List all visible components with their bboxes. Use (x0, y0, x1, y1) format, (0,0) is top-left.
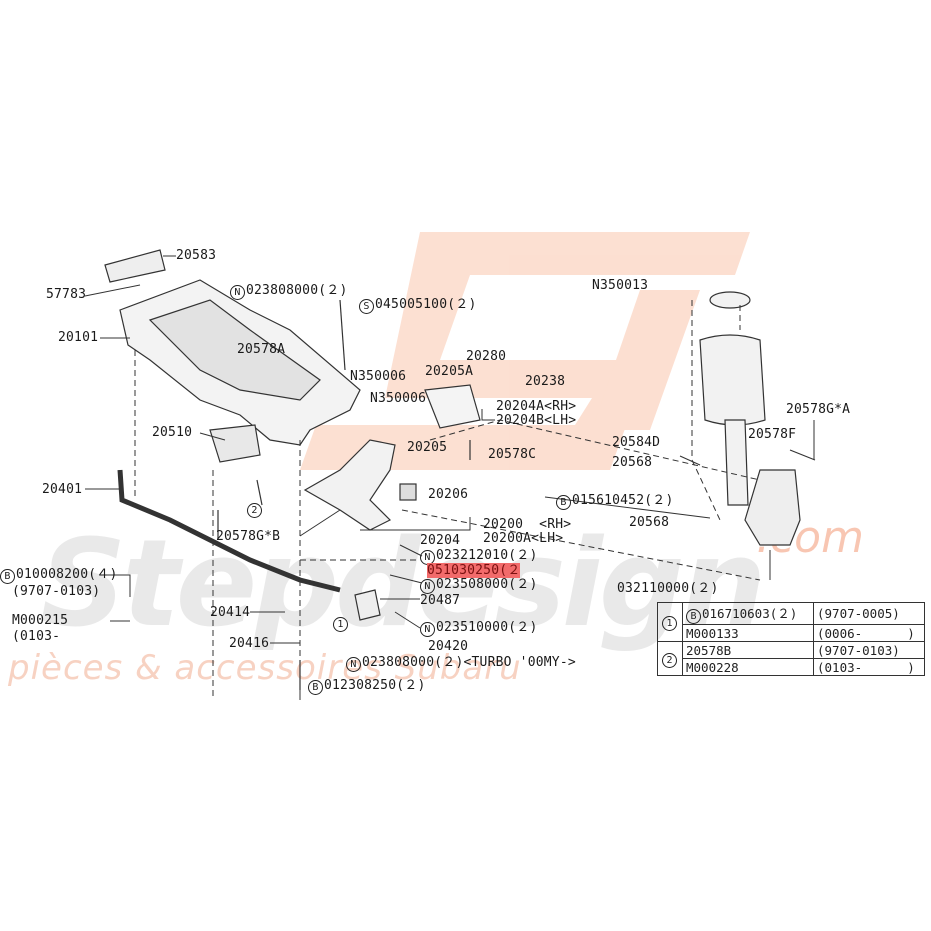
label-20568-top: 20568 (612, 455, 653, 470)
label-range-0103: (0103- (12, 629, 61, 644)
label-20200: 20200 <RH> (483, 517, 572, 532)
table-row: M000133 (0006- ) (658, 624, 925, 642)
label-20280: 20280 (466, 349, 507, 364)
label-20487: 20487 (420, 593, 461, 608)
callout-2-icon: 2 (662, 652, 677, 668)
label-20578gb: 20578G*B (216, 529, 281, 544)
label-051030250-highlighted[interactable]: 051030250(２ (427, 563, 521, 578)
table-range-cell: (0006- ) (813, 624, 925, 642)
b-circle-icon: B (556, 495, 571, 510)
table-row: M000228 (0103- ) (658, 658, 925, 676)
crossmember (119, 279, 361, 463)
label-20583: 20583 (176, 248, 217, 263)
callout-2: 2 (247, 501, 263, 518)
label-n350013: N350013 (592, 278, 649, 293)
n-circle-icon: N (420, 622, 435, 637)
callout-1-icon: 1 (662, 616, 677, 631)
label-20205: 20205 (407, 440, 448, 455)
label-20238: 20238 (525, 374, 566, 389)
watermark-tagline: pièces & accessoires Subaru (8, 648, 522, 688)
label-20578a: 20578A (237, 342, 286, 357)
label-20420: 20420 (428, 639, 469, 654)
b-circle-icon: B (308, 680, 323, 695)
label-m000215: M000215 (12, 613, 69, 628)
label-20401: 20401 (42, 482, 83, 497)
table-ref-cell: 2 (657, 641, 683, 676)
label-20206: 20206 (428, 487, 469, 502)
label-20578ga: 20578G*A (786, 402, 851, 417)
label-20205a: 20205A (425, 364, 474, 379)
table-code-cell: M000228 (682, 658, 814, 676)
table-range-cell: (9707-0103) (813, 641, 925, 659)
table-row: 2 20578B (9707-0103) (657, 641, 925, 676)
label-20204: 20204 (420, 533, 461, 548)
label-20578f: 20578F (748, 427, 797, 442)
b-circle-icon: B (0, 569, 15, 584)
label-20101: 20101 (58, 330, 99, 345)
b-circle-icon: B (686, 609, 701, 624)
label-20578c: 20578C (488, 447, 537, 462)
label-20204a: 20204A<RH> (496, 399, 577, 414)
table-range-cell: (0103- ) (813, 658, 925, 676)
label-20568-bottom: 20568 (629, 515, 670, 530)
n-circle-icon: N (230, 285, 245, 300)
logo-watermark (300, 232, 750, 470)
strut-assembly (699, 291, 766, 506)
table-ref-cell: 1 (657, 602, 683, 642)
n-circle-icon: N (420, 579, 435, 594)
label-n350006-b: N350006 (370, 391, 427, 406)
label-032110000: 032110000(２) (617, 581, 719, 596)
label-57783: 57783 (46, 287, 87, 302)
table-code-cell: 20578B (682, 641, 814, 659)
callout-1-icon: 1 (333, 617, 348, 632)
table-code-cell: M000133 (682, 624, 814, 642)
label-20414: 20414 (210, 605, 251, 620)
label-n350006-a: N350006 (350, 369, 407, 384)
n-circle-icon: N (346, 657, 361, 672)
label-20416: 20416 (229, 636, 270, 651)
label-range-9707-0103: (9707-0103) (12, 584, 101, 599)
callout-2-icon: 2 (247, 503, 262, 518)
callout-1: 1 (333, 615, 349, 632)
label-20510: 20510 (152, 425, 193, 440)
s-circle-icon: S (359, 299, 374, 314)
label-20584d: 20584D (612, 435, 661, 450)
table-range-cell: (9707-0005) (813, 602, 925, 625)
label-20204b: 20204B<LH> (496, 413, 577, 428)
watermark-brand: Stepdesign (40, 515, 766, 654)
label-20200a: 20200A<LH> (483, 531, 564, 546)
